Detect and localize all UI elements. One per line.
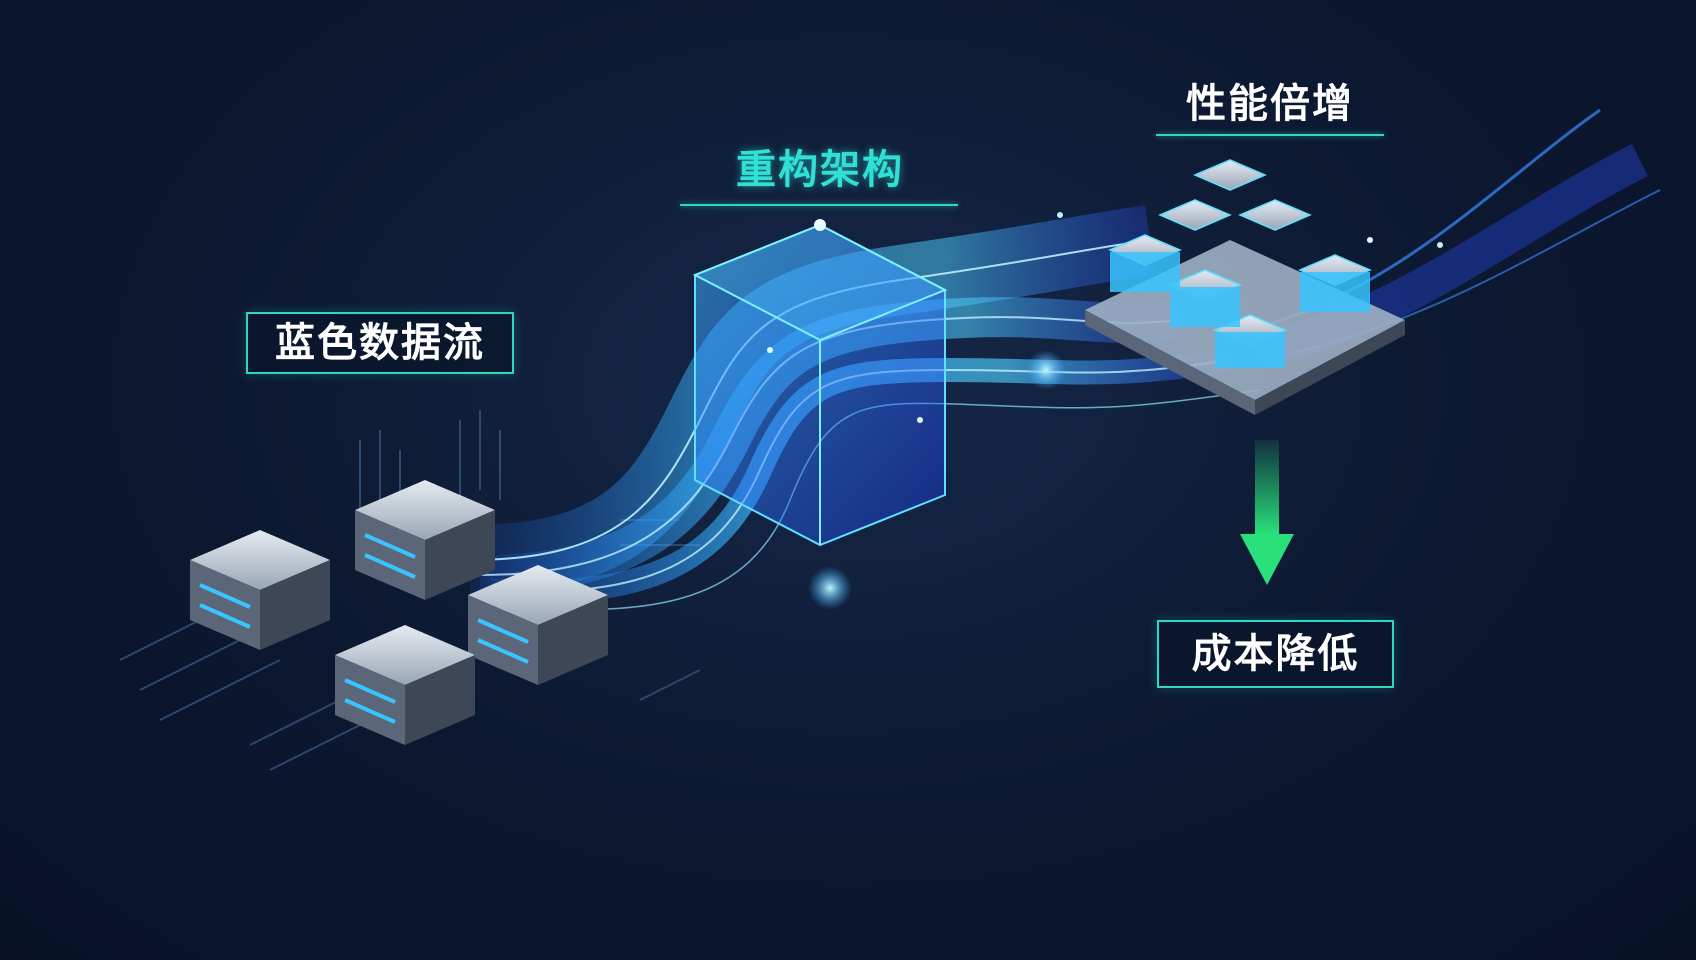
data-flow-ribbon xyxy=(469,108,1661,611)
performance-label: 性能倍增 xyxy=(1186,81,1354,127)
server-cluster-icon xyxy=(1085,159,1405,415)
restructure-label: 重构架构 xyxy=(736,147,904,193)
cost-reduction-label: 成本降低 xyxy=(1157,620,1394,688)
performance-underline xyxy=(1156,134,1384,136)
arrow-down-icon xyxy=(1240,440,1294,585)
server-rack-icon xyxy=(190,480,608,745)
data-stream-label: 蓝色数据流 xyxy=(246,312,514,374)
restructure-underline xyxy=(680,204,958,206)
glow-points xyxy=(767,212,1443,610)
glass-cube-icon xyxy=(692,219,948,547)
